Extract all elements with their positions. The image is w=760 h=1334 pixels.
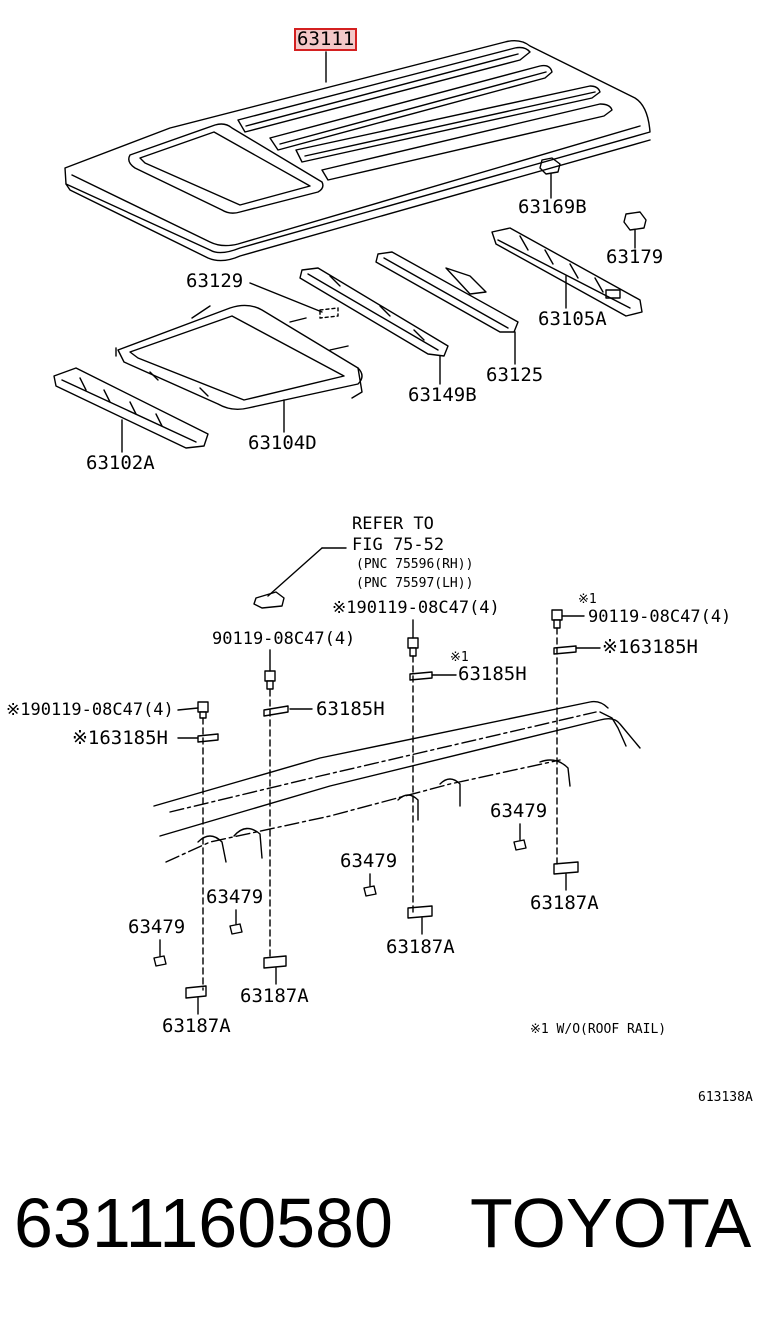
- label-63129[interactable]: 63129: [186, 270, 244, 292]
- label-63149B[interactable]: 63149B: [408, 384, 477, 406]
- diagram-drawing: [0, 0, 760, 1110]
- refer-text-line1: REFER TO: [352, 514, 434, 534]
- label-63102A[interactable]: 63102A: [86, 452, 155, 474]
- part-number: 6311160580: [14, 1184, 393, 1262]
- label-63125[interactable]: 63125: [486, 364, 544, 386]
- parts-diagram: 63111 63169B 63179 63129 63105A 63125 63…: [0, 0, 760, 1110]
- sunroof-frame-63104D-drawing: [116, 305, 362, 409]
- figure-code: 613138A: [698, 1090, 753, 1105]
- roof-panel-drawing: [65, 41, 650, 261]
- footnote: ※1 W/O(ROOF RAIL): [530, 1022, 667, 1037]
- label-bracket-4[interactable]: 63187A: [530, 892, 599, 914]
- label-pad-2[interactable]: 63479: [206, 886, 264, 908]
- pads-63479-drawing: [154, 824, 526, 966]
- hardware-leaders: [178, 616, 600, 738]
- label-clip-c[interactable]: 63185H: [458, 663, 527, 685]
- bolts-drawing: [198, 610, 562, 718]
- refer-text-line2: FIG 75-52: [352, 535, 445, 555]
- roof-bow-63125-drawing: [376, 252, 518, 332]
- label-bolt-d[interactable]: 90119-08C47(4): [588, 607, 732, 627]
- label-bracket-2[interactable]: 63187A: [240, 985, 309, 1007]
- rear-header-63105A-drawing: [492, 228, 642, 316]
- refer-text-line4: (PNC 75597(LH)): [356, 576, 474, 591]
- clips-drawing: [198, 646, 576, 742]
- roof-bow-63149B-drawing: [300, 268, 448, 356]
- front-header-63102A-drawing: [54, 368, 208, 448]
- label-clip-a[interactable]: ※163185H: [72, 727, 168, 749]
- label-pad-4[interactable]: 63479: [490, 800, 548, 822]
- roof-outline-drawing: [154, 702, 640, 862]
- brackets-63187A-drawing: [186, 862, 578, 1014]
- part-info-bar: 6311160580 TOYOTA: [0, 1188, 760, 1278]
- label-clip-d[interactable]: ※163185H: [602, 636, 698, 658]
- label-63169B[interactable]: 63169B: [518, 196, 587, 218]
- brand-name: TOYOTA: [470, 1184, 752, 1262]
- label-pad-3[interactable]: 63479: [340, 850, 398, 872]
- label-bolt-a[interactable]: ※190119-08C47(4): [6, 700, 174, 720]
- label-63179[interactable]: 63179: [606, 246, 664, 268]
- refer-bracket-drawing: [254, 548, 346, 608]
- label-clip-c-mark: ※1: [450, 650, 469, 665]
- label-bracket-3[interactable]: 63187A: [386, 936, 455, 958]
- label-bracket-1[interactable]: 63187A: [162, 1015, 231, 1037]
- label-pad-1[interactable]: 63479: [128, 916, 186, 938]
- pad-63179-drawing: [624, 212, 646, 230]
- pad-63169B-drawing: [540, 158, 560, 174]
- label-63111[interactable]: 63111: [293, 28, 358, 51]
- refer-text-line3: (PNC 75596(RH)): [356, 557, 474, 572]
- label-bolt-c[interactable]: ※190119-08C47(4): [332, 598, 500, 618]
- label-bolt-d-mark: ※1: [578, 592, 597, 607]
- label-63105A[interactable]: 63105A: [538, 308, 607, 330]
- label-63104D[interactable]: 63104D: [248, 432, 317, 454]
- guide-lines-drawing: [203, 628, 557, 990]
- label-clip-b[interactable]: 63185H: [316, 698, 385, 720]
- label-bolt-b[interactable]: 90119-08C47(4): [212, 629, 356, 649]
- leader-63129: [250, 283, 322, 312]
